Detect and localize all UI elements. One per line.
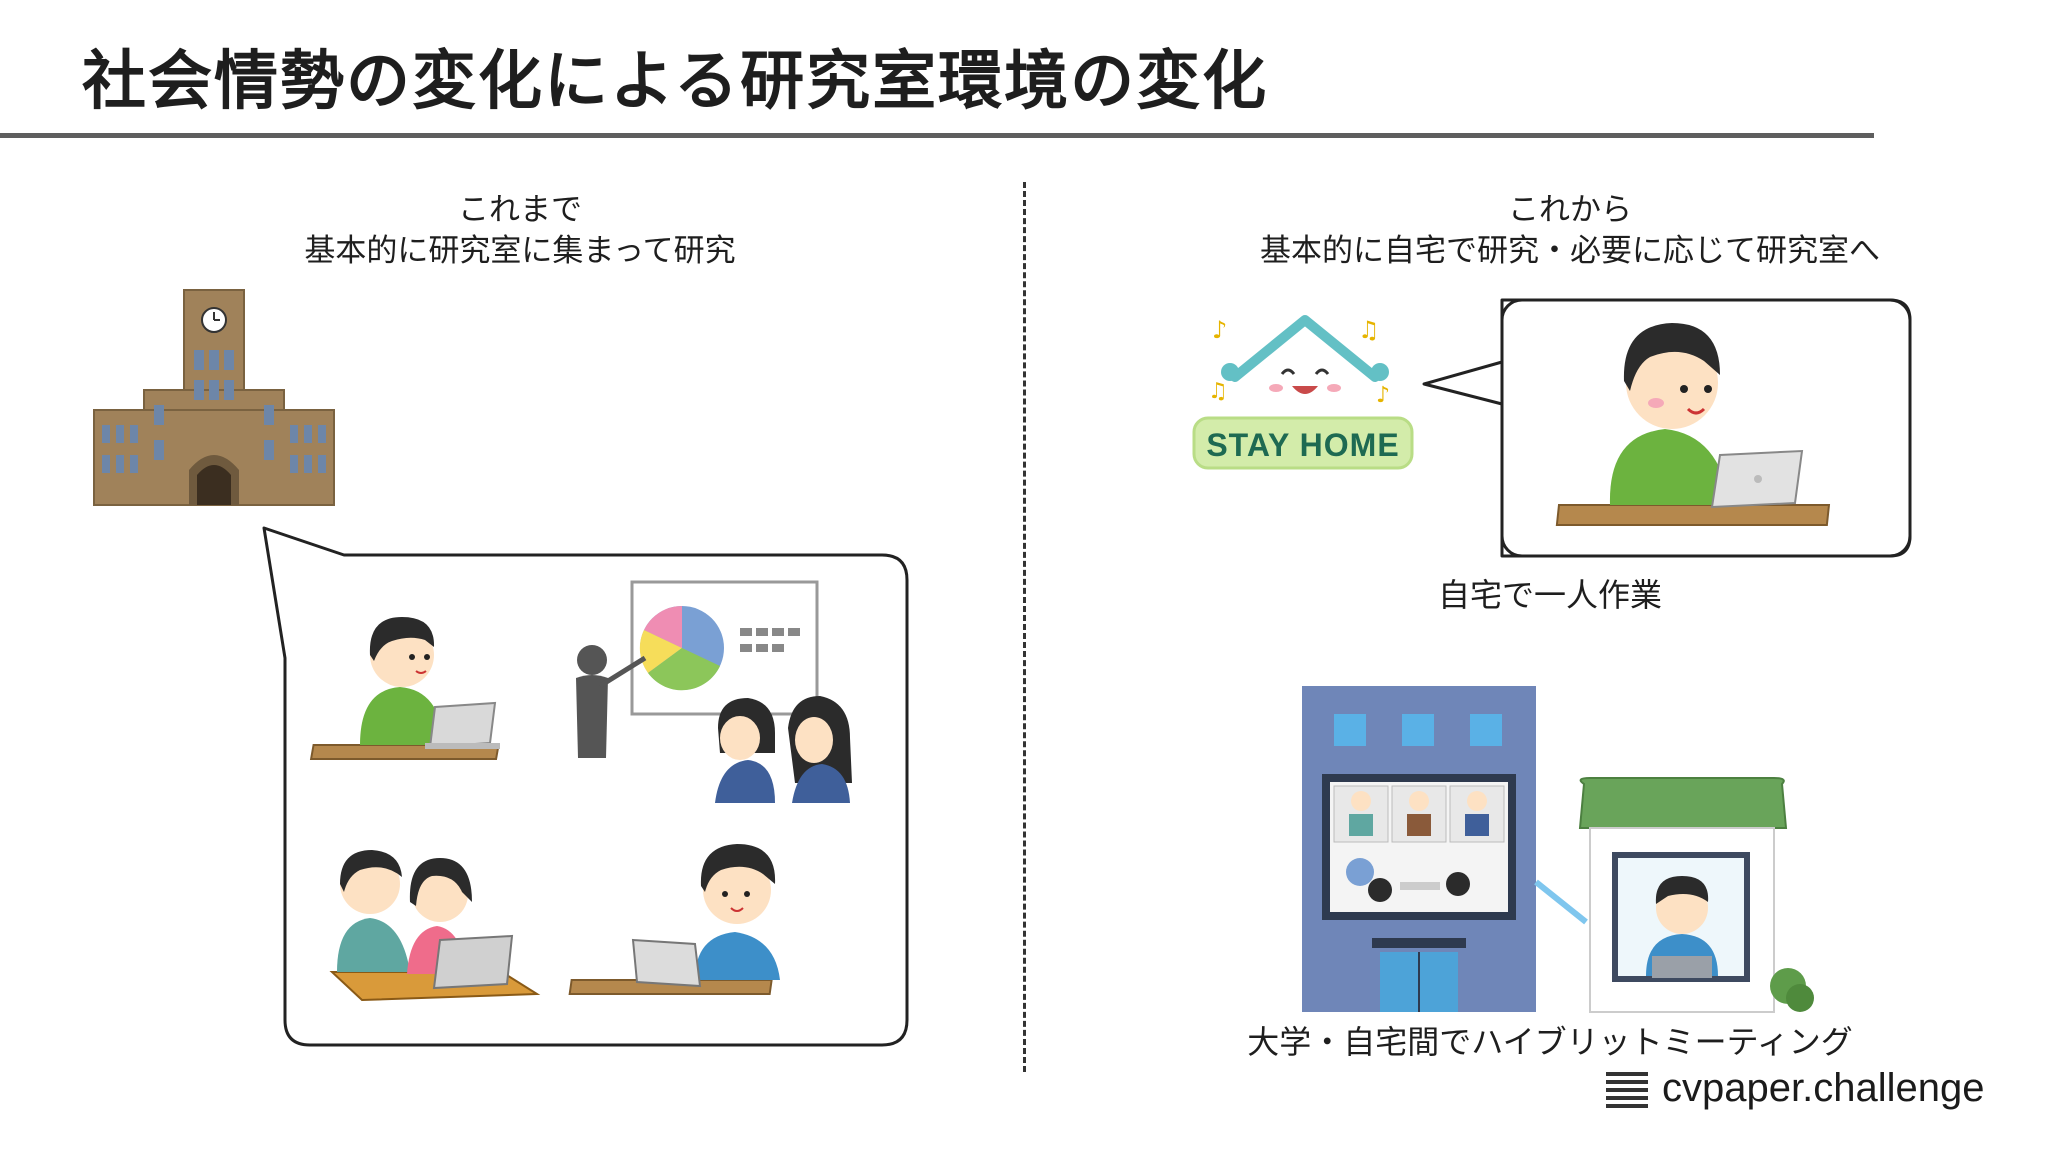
brand-name: cvpaper.challenge <box>1662 1065 1985 1110</box>
left-heading: これまで 基本的に研究室に集まって研究 <box>200 190 840 272</box>
pair-working-illustration <box>329 850 541 1002</box>
right-heading: これから 基本的に自宅で研究・必要に応じて研究室へ <box>1130 190 2010 272</box>
hybrid-meeting-illustration <box>1302 686 1814 1013</box>
remote-worker-illustration <box>1555 323 1831 526</box>
stay-home-sign: STAY HOME <box>1206 426 1400 463</box>
presentation-illustration <box>576 580 852 803</box>
svg-text:♪: ♪ <box>1212 316 1227 344</box>
right-heading-line1: これから <box>1508 192 1632 228</box>
left-heading-line1: これまで <box>458 192 582 228</box>
stacked-layers-logo-icon <box>1606 1072 1648 1108</box>
hybrid-meeting-caption: 大学・自宅間でハイブリットミーティング <box>1247 1023 1853 1061</box>
column-divider <box>1023 182 1026 1072</box>
student-laptop-illustration <box>309 617 500 760</box>
stay-home-illustration: ♪ ♫ ♫ ♪ <box>1192 315 1414 470</box>
slide-title: 社会情勢の変化による研究室環境の変化 <box>82 45 1269 119</box>
title-underline <box>0 133 1874 138</box>
svg-text:♪: ♪ <box>1376 383 1390 408</box>
university-building-illustration <box>93 289 335 506</box>
left-heading-line2: 基本的に研究室に集まって研究 <box>304 233 736 269</box>
right-heading-line2: 基本的に自宅で研究・必要に応じて研究室へ <box>1260 233 1880 269</box>
video-call-tiles <box>1333 785 1505 902</box>
footer-brand: cvpaper.challenge <box>1606 1066 1984 1110</box>
svg-text:♫: ♫ <box>1358 316 1380 344</box>
solo-work-caption: 自宅で一人作業 <box>1437 576 1662 614</box>
svg-text:♫: ♫ <box>1208 379 1228 404</box>
student-laptop-2-illustration <box>568 844 780 995</box>
